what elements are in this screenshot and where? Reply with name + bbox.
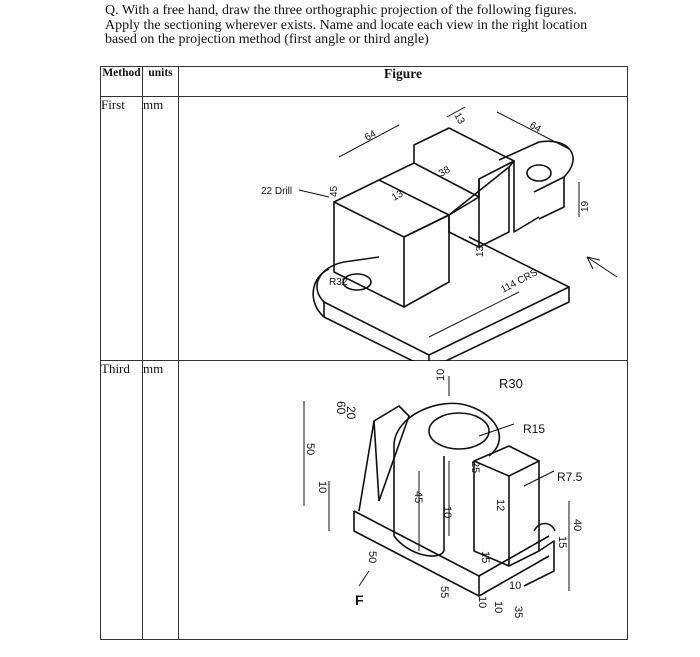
drill-label: 22 Drill bbox=[261, 186, 292, 197]
dim-10-left: 10 bbox=[316, 481, 328, 493]
method-cell-third: Third bbox=[100, 360, 143, 640]
radius-r15: R15 bbox=[523, 422, 545, 436]
dim-64-top-right: 64 bbox=[528, 120, 544, 135]
header-figure: Figure bbox=[178, 66, 628, 97]
dim-114-crs: 114 CRS bbox=[499, 267, 540, 296]
dim-64-top-left: 64 bbox=[363, 128, 379, 143]
dim-25: 25 bbox=[469, 461, 481, 473]
dim-13-slot: 13 bbox=[390, 188, 406, 203]
dim-40: 40 bbox=[571, 519, 583, 531]
units-cell-third: mm bbox=[142, 360, 179, 640]
radius-r30: R30 bbox=[499, 376, 523, 391]
header-method: Method bbox=[100, 66, 143, 97]
dim-38: 38 bbox=[437, 164, 453, 179]
dim-50-bottom: 50 bbox=[366, 551, 378, 563]
figure-cell-first: 64 13 64 45 38 13 19 13 22 Drill R32 114… bbox=[178, 96, 628, 361]
question-line-1: Q. With a free hand, draw the three orth… bbox=[105, 3, 577, 18]
figures-table: Method units Figure First mm bbox=[100, 66, 628, 640]
radius-r7-5: R7.5 bbox=[557, 470, 583, 484]
dim-45: 45 bbox=[329, 185, 340, 197]
radius-r32: R32 bbox=[329, 277, 348, 288]
table-row-third: Third mm bbox=[100, 360, 628, 640]
dim-13-top: 13 bbox=[451, 111, 466, 127]
isometric-drawing-1: 64 13 64 45 38 13 19 13 22 Drill R32 114… bbox=[261, 106, 618, 361]
method-cell-first: First bbox=[100, 96, 143, 361]
dim-10-top: 10 bbox=[435, 369, 447, 381]
dim-15-right: 15 bbox=[556, 536, 568, 548]
dim-10-low-b: 10 bbox=[492, 601, 504, 613]
dim-19: 19 bbox=[580, 200, 591, 212]
units-cell-first: mm bbox=[142, 96, 179, 361]
dim-10-low-a: 10 bbox=[476, 596, 488, 608]
dim-20: 20 bbox=[344, 406, 358, 420]
header-units: units bbox=[142, 66, 179, 97]
question-line-3: based on the projection method (first an… bbox=[105, 32, 429, 47]
isometric-drawing-2: 10 R30 60 20 R15 50 10 R7.5 25 10 45 12 … bbox=[303, 369, 583, 618]
dim-15-bottom: 15 bbox=[479, 551, 491, 563]
question-line-2: Apply the sectioning wherever exists. Na… bbox=[105, 17, 588, 33]
front-view-label: F bbox=[355, 592, 364, 608]
figure-cell-third: 10 R30 60 20 R15 50 10 R7.5 25 10 45 12 … bbox=[178, 360, 628, 640]
dim-12: 12 bbox=[494, 499, 506, 511]
dim-45: 45 bbox=[412, 491, 424, 503]
dim-60: 60 bbox=[334, 401, 348, 415]
question-text: Q. With a free hand, draw the three orth… bbox=[105, 3, 665, 48]
table-row-first: First mm bbox=[100, 96, 628, 361]
dim-35: 35 bbox=[512, 606, 524, 618]
table-header-row: Method units Figure bbox=[100, 66, 628, 97]
dim-50-left: 50 bbox=[304, 443, 316, 455]
dim-10-low-c: 10 bbox=[509, 580, 521, 592]
dim-10-mid: 10 bbox=[441, 506, 453, 518]
dim-55: 55 bbox=[438, 586, 450, 598]
dim-13-rib: 13 bbox=[475, 245, 486, 257]
